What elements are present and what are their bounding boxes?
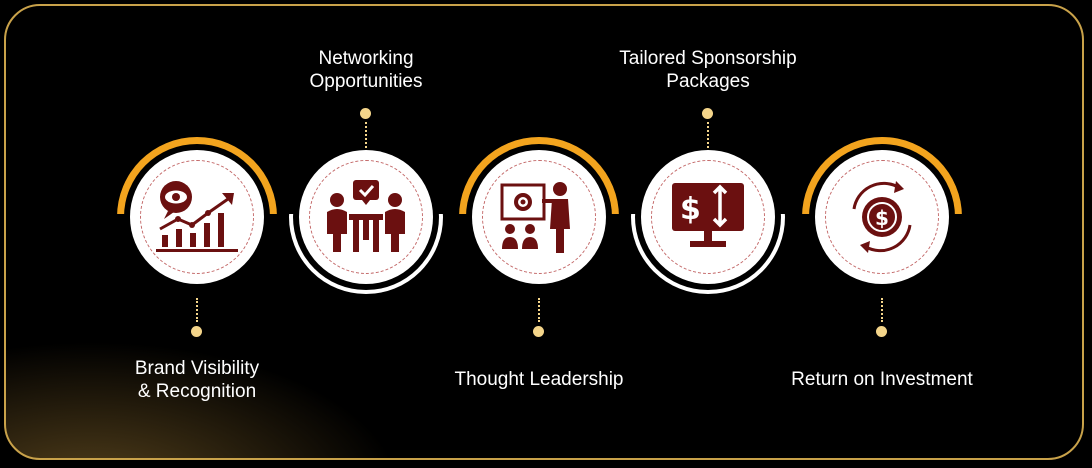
svg-text:$: $ bbox=[875, 206, 889, 230]
step-thought-leadership: Thought Leadership bbox=[429, 0, 649, 468]
roi-icon: $ bbox=[840, 175, 924, 259]
connector-dot bbox=[360, 108, 371, 119]
connector-dot bbox=[876, 326, 887, 337]
icon-circle: $ bbox=[641, 150, 775, 284]
label-line: & Recognition bbox=[137, 381, 257, 402]
connector-dot bbox=[702, 108, 713, 119]
label-line: Thought Leadership bbox=[454, 369, 624, 390]
brand-visibility-icon bbox=[154, 179, 240, 255]
label-line: Networking bbox=[318, 48, 414, 69]
icon-circle bbox=[130, 150, 264, 284]
icon-circle bbox=[472, 150, 606, 284]
connector-dots bbox=[196, 298, 198, 322]
networking-icon bbox=[323, 178, 409, 256]
sponsorship-packages-icon: $ bbox=[670, 181, 746, 253]
step-label: Tailored Sponsorship Packages bbox=[598, 47, 818, 93]
step-brand-visibility: Brand Visibility & Recognition bbox=[87, 0, 307, 468]
label-line: Return on Investment bbox=[791, 369, 973, 390]
icon-circle bbox=[299, 150, 433, 284]
step-label: Networking Opportunities bbox=[256, 47, 476, 93]
svg-text:$: $ bbox=[680, 192, 701, 227]
label-line: Tailored Sponsorship bbox=[619, 48, 797, 69]
step-return-on-investment: $ Return on Investment bbox=[772, 0, 992, 468]
connector-dots bbox=[365, 122, 367, 148]
step-label: Return on Investment bbox=[772, 368, 992, 391]
step-sponsorship-packages: $ Tailored Sponsorship Packages bbox=[598, 0, 818, 468]
label-line: Packages bbox=[666, 71, 750, 92]
step-label: Thought Leadership bbox=[429, 368, 649, 391]
connector-dots bbox=[881, 298, 883, 322]
connector-dots bbox=[538, 298, 540, 322]
thought-leadership-icon bbox=[498, 179, 580, 255]
step-label: Brand Visibility & Recognition bbox=[87, 357, 307, 403]
label-line: Opportunities bbox=[309, 71, 423, 92]
icon-circle: $ bbox=[815, 150, 949, 284]
connector-dot bbox=[191, 326, 202, 337]
label-line: Brand Visibility bbox=[134, 358, 260, 379]
step-networking: Networking Opportunities bbox=[256, 0, 476, 468]
connector-dots bbox=[707, 122, 709, 148]
connector-dot bbox=[533, 326, 544, 337]
